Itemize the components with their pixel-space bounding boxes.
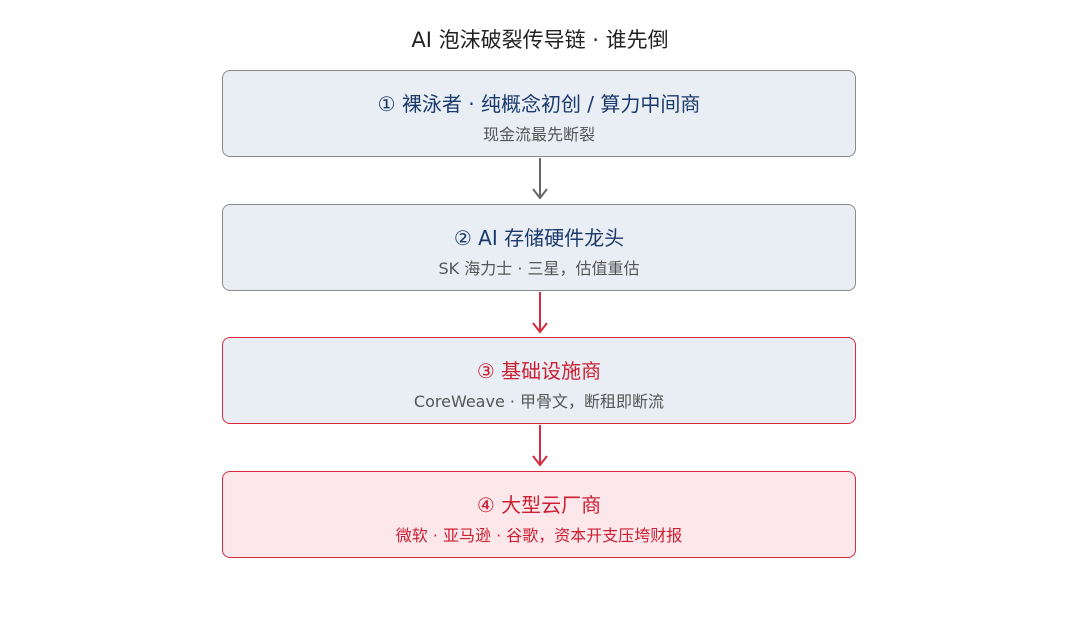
arrow-3-to-4 — [532, 425, 548, 467]
tier-3-title: ③ 基础设施商 — [476, 359, 602, 383]
tier-2-subtitle: SK 海力士 · 三星，估值重估 — [438, 259, 640, 278]
arrow-2-to-3 — [532, 292, 548, 334]
tier-3-box: ③ 基础设施商 CoreWeave · 甲骨文，断租即断流 — [222, 337, 856, 424]
tier-4-box: ④ 大型云厂商 微软 · 亚马逊 · 谷歌，资本开支压垮财报 — [222, 471, 856, 558]
tier-1-subtitle: 现金流最先断裂 — [482, 125, 595, 144]
tier-2-title: ② AI 存储硬件龙头 — [453, 226, 625, 250]
tier-4-subtitle: 微软 · 亚马逊 · 谷歌，资本开支压垮财报 — [395, 526, 683, 545]
tier-1-box: ① 裸泳者 · 纯概念初创 / 算力中间商 现金流最先断裂 — [222, 70, 856, 157]
tier-2-box: ② AI 存储硬件龙头 SK 海力士 · 三星，估值重估 — [222, 204, 856, 291]
tier-1-title: ① 裸泳者 · 纯概念初创 / 算力中间商 — [377, 92, 701, 116]
tier-4-title: ④ 大型云厂商 — [476, 493, 602, 517]
diagram-title: AI 泡沫破裂传导链 · 谁先倒 — [411, 28, 669, 52]
tier-3-subtitle: CoreWeave · 甲骨文，断租即断流 — [413, 392, 665, 411]
arrow-1-to-2 — [532, 158, 548, 200]
